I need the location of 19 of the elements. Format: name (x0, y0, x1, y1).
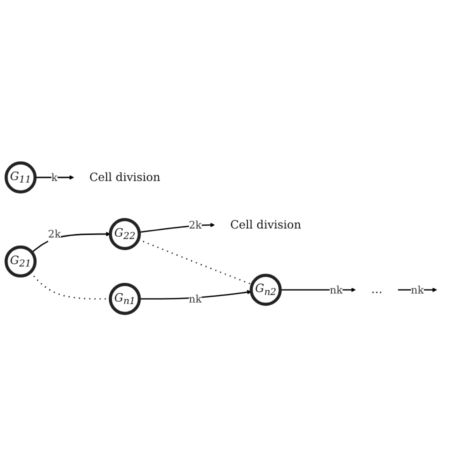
node-text: Cell division (89, 170, 160, 184)
edge-label: nk (410, 283, 424, 296)
node-text: … (371, 283, 382, 296)
arrow (280, 287, 356, 292)
edge-label: nk (188, 292, 202, 305)
arrow (35, 174, 74, 180)
arrow (139, 290, 252, 300)
node-circle: G$_{21}$ (4, 245, 37, 278)
arrow (139, 222, 215, 233)
node-circle: G$_{22}$ (108, 218, 141, 250)
node-circle: G$_{n1}$ (108, 282, 141, 315)
node-text: Cell division (230, 218, 302, 232)
edge-label: 2k (48, 228, 61, 240)
arrow (31, 232, 111, 253)
edge-label: nk (330, 283, 343, 296)
edge-label: 2k (188, 218, 202, 231)
node-circle: G$_{n2}$ (250, 274, 282, 306)
node-circle: G$_{11}$ (4, 161, 37, 194)
edge-label: k (51, 170, 58, 184)
